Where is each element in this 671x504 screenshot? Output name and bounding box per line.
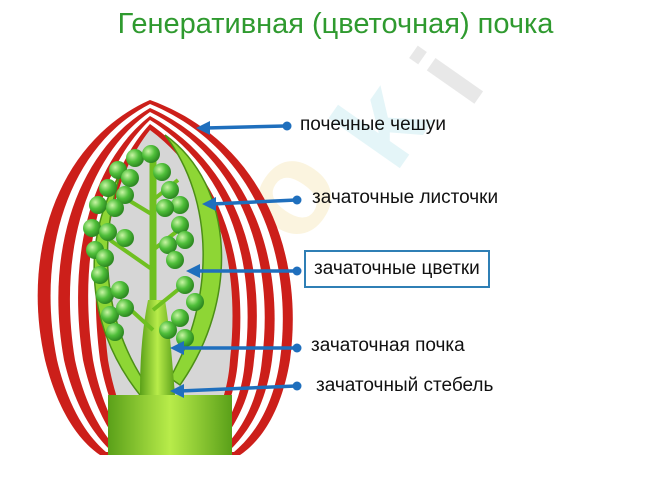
page-title: Генеративная (цветочная) почка <box>117 8 554 40</box>
pointer-arrows <box>170 121 302 398</box>
label-embryonic-flowers: зачаточные цветки <box>304 250 490 288</box>
label-embryonic-leaflets: зачаточные листочки <box>312 187 499 208</box>
label-bud-scales: почечные чешуи <box>300 114 446 135</box>
embryonic-flowers <box>83 145 204 347</box>
label-embryonic-stem: зачаточный стебель <box>316 375 494 396</box>
label-embryonic-bud: зачаточная почка <box>311 335 465 356</box>
